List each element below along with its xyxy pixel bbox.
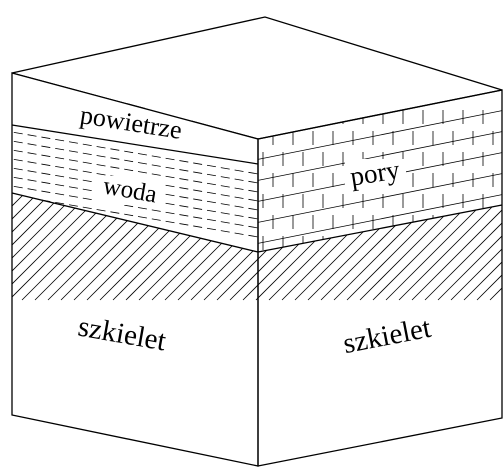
hatch-line	[12, 193, 154, 301]
hatch-line	[47, 193, 258, 301]
water-dash-line	[12, 147, 258, 195]
hatch-line	[164, 193, 258, 301]
hatch-line	[60, 193, 258, 301]
air-water-boundary	[11, 124, 259, 165]
hatch-line	[12, 193, 258, 301]
water-dash-line	[12, 129, 258, 177]
hatch-line	[177, 193, 258, 301]
pore-row-line	[258, 192, 502, 246]
hatch-line	[411, 205, 502, 301]
hatch-line	[398, 205, 502, 301]
hatch-line	[99, 193, 258, 301]
hatch-line	[294, 205, 502, 301]
hatch-line	[347, 0, 504, 300]
label-bg-left-skeleton	[66, 318, 178, 350]
hatch-line	[320, 205, 502, 301]
hatch-line	[346, 205, 502, 301]
hatch-line	[190, 193, 258, 301]
hatch-line	[258, 205, 502, 301]
left-face-skeleton-layer	[12, 0, 504, 301]
hatch-line	[34, 193, 258, 301]
hatch-line	[73, 193, 258, 301]
hatch-line	[12, 193, 258, 301]
right-face-skeleton-layer	[0, 0, 502, 301]
hatch-line	[399, 0, 504, 300]
hatch-line	[372, 205, 502, 301]
hatch-line	[386, 0, 504, 300]
hatch-line	[138, 193, 258, 301]
hatch-line	[373, 0, 504, 300]
pores-skeleton-boundary	[257, 204, 503, 253]
hatch-line	[151, 193, 258, 301]
pore-row-line	[258, 108, 502, 162]
hatch-line	[125, 193, 258, 301]
hatch-line	[360, 0, 504, 300]
hatch-line	[281, 205, 502, 301]
hatch-line	[334, 0, 504, 300]
hatch-line	[477, 0, 504, 300]
right-skeleton-hatch	[0, 0, 502, 301]
hatch-line	[0, 0, 153, 300]
hatch-line	[307, 205, 502, 301]
cube-outline	[11, 72, 503, 467]
label-right-skeleton: szkielet	[340, 312, 433, 360]
hatch-line	[424, 205, 502, 301]
hatch-line	[385, 205, 502, 301]
hatch-line	[12, 193, 258, 301]
hatch-line	[412, 0, 504, 300]
label-bg-air	[70, 108, 192, 138]
pore-row-line	[258, 213, 502, 252]
left-skeleton-hatch	[12, 0, 504, 301]
right-face-outline	[257, 89, 503, 467]
water-skeleton-boundary	[11, 192, 259, 253]
label-bg-right-skeleton	[333, 320, 442, 352]
water-dash-line	[12, 156, 258, 204]
hatch-line	[450, 205, 502, 301]
left-face-water-layer	[12, 129, 258, 240]
hatch-line	[438, 0, 504, 300]
water-dash-line	[12, 138, 258, 186]
label-left-skeleton: szkielet	[76, 311, 169, 358]
water-dash-line	[12, 165, 258, 213]
hatch-line	[12, 193, 258, 301]
hatch-line	[21, 193, 258, 301]
hatch-line	[258, 205, 502, 301]
hatch-line	[359, 205, 502, 301]
hatch-line	[86, 193, 258, 301]
hatch-line	[333, 205, 502, 301]
water-dash-line	[12, 174, 258, 222]
hatch-line	[258, 205, 502, 301]
hatch-line	[476, 205, 502, 301]
water-dashes	[12, 129, 258, 240]
label-bg-pores	[345, 159, 406, 190]
hatch-line	[425, 0, 504, 300]
hatch-line	[437, 205, 502, 301]
water-dash-line	[12, 183, 258, 231]
label-bg-water	[95, 176, 165, 205]
hatch-line	[268, 205, 502, 301]
hatch-line	[112, 193, 258, 301]
